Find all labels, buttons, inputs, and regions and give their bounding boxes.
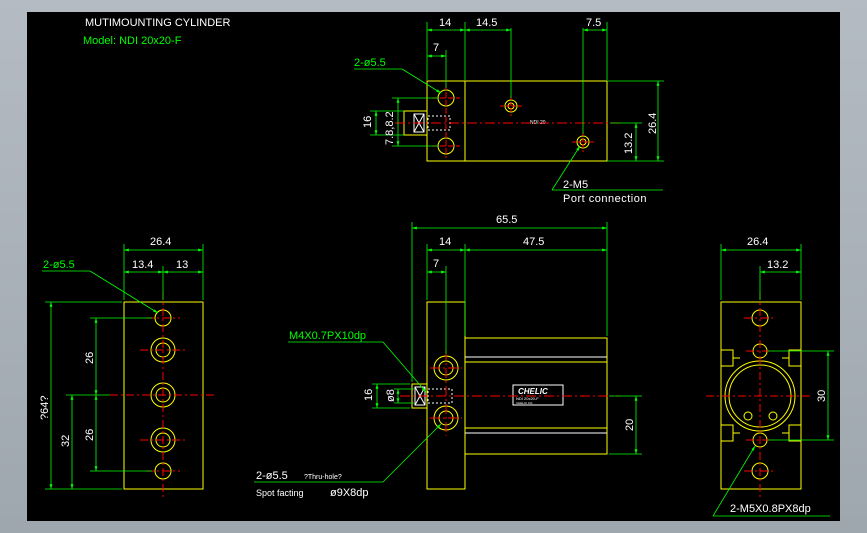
right-slot-bl (720, 424, 734, 442)
right-thread-label: 2-M5X0.8PX8dp (730, 503, 811, 515)
left-dim-264-text: 26.4 (150, 236, 171, 248)
front-brand-plate (512, 384, 564, 406)
front-hole-label: 2-ø5.5 (256, 470, 288, 482)
front-brand-sub: NDI 20x20-F (516, 396, 539, 401)
front-spot-dim: ø9X8dp (330, 487, 369, 499)
right-dim-132-text: 13.2 (767, 259, 788, 271)
top-dim-7-text: 7 (433, 42, 439, 54)
top-view-tiny-label: NDI 20 (530, 120, 546, 126)
top-dim-264-text: 26.4 (647, 113, 659, 134)
left-dim-13-text: 13 (176, 259, 188, 271)
right-slot-tr (788, 349, 802, 367)
front-thru-label: ?Thru-hole? (304, 474, 342, 481)
top-leader-port-a (551, 145, 581, 191)
title-text: MUTIMOUNTING CYLINDER (85, 17, 231, 29)
front-dim-14-text: 14 (439, 236, 451, 248)
top-dim-14-text: 14 (439, 17, 451, 29)
front-leader-thread-b (382, 341, 427, 393)
front-thread-label: M4X0.7PX10dp (289, 330, 366, 342)
right-leader-a (712, 445, 756, 517)
left-dim-134-text: 13.4 (132, 259, 153, 271)
top-dim-7-5-text: 7.5 (586, 17, 601, 29)
front-spot-label: Spot facting (256, 488, 304, 498)
top-view: NDI 20 (354, 17, 664, 205)
front-dim-475-text: 47.5 (523, 236, 544, 248)
front-brand-sub2: CHELIC CO. (516, 401, 533, 405)
right-dim-30-text: 30 (816, 390, 828, 402)
right-view: 26.4 13.2 30 2-M5X0.8PX8dp (706, 236, 834, 517)
top-leader-holes-b (401, 68, 442, 94)
left-dim-32-text: 32 (60, 435, 72, 447)
right-small-2 (768, 411, 778, 421)
left-view: 26.4 13.4 13 2-ø5.5 ?64? 26 26 32 (39, 236, 215, 498)
left-dim-26a-text: 26 (84, 352, 96, 364)
top-port-label: 2-M5 (563, 179, 588, 191)
right-small-1 (743, 411, 753, 421)
top-dim-78-text: 7.8,8.2 (384, 111, 396, 145)
right-view-body (720, 301, 802, 490)
front-dim-o8-text: ø8 (385, 389, 397, 402)
left-holes-text: 2-ø5.5 (43, 259, 75, 271)
front-dim-7-text: 7 (433, 258, 439, 270)
top-view-body (426, 80, 608, 162)
top-port-desc: Port connection (563, 193, 647, 205)
front-dim-20-text: 20 (624, 419, 636, 431)
right-slot-tl (720, 349, 734, 367)
model-text: Model: NDI 20x20-F (83, 35, 182, 47)
front-leader-hole-b (382, 423, 442, 483)
left-dim-64-text: ?64? (39, 396, 51, 420)
left-leader-b (89, 270, 159, 314)
front-view: CHELIC NDI 20x20-F CHELIC CO. (254, 214, 642, 499)
top-dim-16-text: 16 (362, 116, 374, 128)
top-holes-text: 2-ø5.5 (354, 57, 386, 69)
front-dim-655-text: 65.5 (496, 214, 517, 226)
front-brand-text: CHELIC (518, 387, 548, 396)
cad-canvas: MUTIMOUNTING CYLINDER Model: NDI 20x20-F… (27, 12, 840, 521)
top-dim-14-5-text: 14.5 (476, 17, 497, 29)
right-slot-br (788, 424, 802, 442)
cad-drawing: MUTIMOUNTING CYLINDER Model: NDI 20x20-F… (39, 17, 834, 517)
left-dim-26b-text: 26 (84, 429, 96, 441)
top-dim-132-text: 13.2 (623, 133, 635, 154)
right-dim-264-text: 26.4 (747, 236, 768, 248)
front-dim-16-text: 16 (363, 389, 375, 401)
